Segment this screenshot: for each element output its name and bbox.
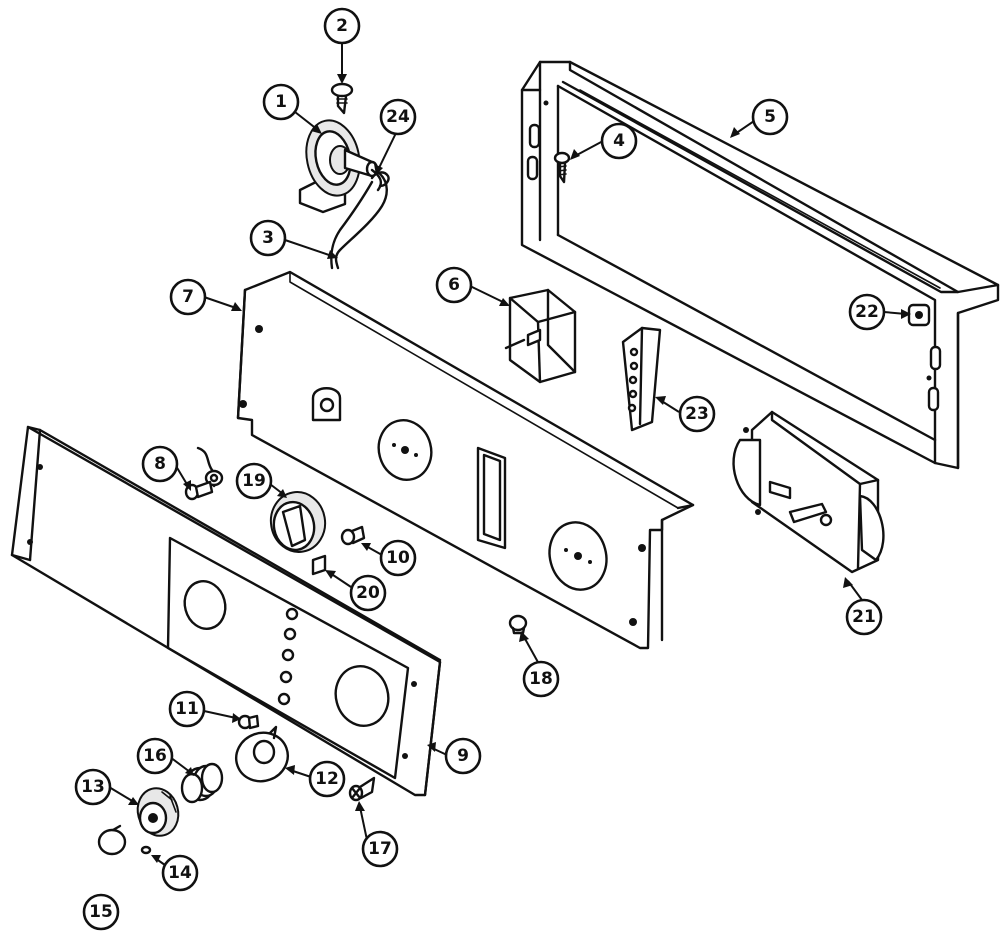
- callout-13: 13: [74, 768, 112, 806]
- callout-16: 16: [136, 737, 174, 775]
- screw-11: [237, 714, 260, 730]
- callout-13-label: 13: [81, 777, 105, 797]
- part-signal-light: [184, 446, 224, 501]
- part-console-housing: [520, 60, 1000, 470]
- callout-18: 18: [522, 660, 560, 698]
- callout-1-label: 1: [275, 92, 287, 112]
- callout-10-label: 10: [386, 548, 410, 568]
- part-indicator-strip: [621, 326, 662, 432]
- screw-4: [553, 151, 571, 184]
- callout-6-label: 6: [448, 275, 460, 295]
- callout-16-label: 16: [143, 746, 167, 766]
- callout-8: 8: [141, 445, 179, 483]
- callout-8-label: 8: [154, 454, 166, 474]
- callout-15-label: 15: [89, 902, 113, 922]
- callout-4: 4: [600, 122, 638, 160]
- part-timer-assembly: [732, 410, 885, 574]
- part-front-panel: [10, 425, 442, 797]
- callout-21-label: 21: [852, 607, 876, 627]
- callout-22-label: 22: [855, 302, 879, 322]
- callout-11: 11: [168, 690, 206, 728]
- callout-17-label: 17: [368, 839, 392, 859]
- callout-11-label: 11: [175, 699, 199, 719]
- callout-6: 6: [435, 266, 473, 304]
- callout-5: 5: [751, 98, 789, 136]
- callout-12-label: 12: [315, 769, 339, 789]
- callout-3-label: 3: [262, 228, 274, 248]
- callout-7: 7: [169, 278, 207, 316]
- callout-19: 19: [235, 462, 273, 500]
- callout-3: 3: [249, 219, 287, 257]
- callout-21: 21: [845, 598, 883, 636]
- callout-19-label: 19: [242, 471, 266, 491]
- callout-15: 15: [82, 893, 120, 931]
- callout-14: 14: [161, 854, 199, 892]
- screw-2: [330, 82, 354, 115]
- part-clip-20: [311, 554, 327, 576]
- callout-2: 2: [323, 7, 361, 45]
- part-knob-cap: [97, 824, 127, 856]
- callout-12: 12: [308, 760, 346, 798]
- screw-18: [508, 614, 528, 635]
- callout-10: 10: [379, 539, 417, 577]
- part-retainer-14: [140, 845, 152, 855]
- part-selector-switch: [504, 288, 577, 384]
- callout-5-label: 5: [764, 107, 776, 127]
- part-control-panel-plate: [236, 270, 695, 650]
- callout-23-label: 23: [685, 404, 709, 424]
- callout-20: 20: [349, 574, 387, 612]
- callout-14-label: 14: [168, 863, 192, 883]
- callout-24: 24: [379, 98, 417, 136]
- callout-22: 22: [848, 293, 886, 331]
- part-bezel-ring: [235, 725, 289, 783]
- screw-10: [340, 525, 366, 546]
- callout-7-label: 7: [182, 287, 194, 307]
- part-selector-knob: [269, 491, 327, 553]
- callout-17: 17: [361, 830, 399, 868]
- callout-18-label: 18: [529, 669, 553, 689]
- callout-2-label: 2: [336, 16, 348, 36]
- part-spring: [180, 762, 224, 804]
- leader-lines: [108, 42, 911, 871]
- nut-22: [907, 303, 931, 327]
- part-control-knob: [136, 787, 180, 837]
- callout-9-label: 9: [457, 746, 469, 766]
- callout-20-label: 20: [356, 583, 380, 603]
- callout-9: 9: [444, 737, 482, 775]
- callout-4-label: 4: [613, 131, 625, 151]
- callout-1: 1: [262, 83, 300, 121]
- callout-24-label: 24: [386, 107, 410, 127]
- part-timer-motor: [298, 119, 388, 270]
- screw-17: [348, 776, 376, 802]
- callout-23: 23: [678, 395, 716, 433]
